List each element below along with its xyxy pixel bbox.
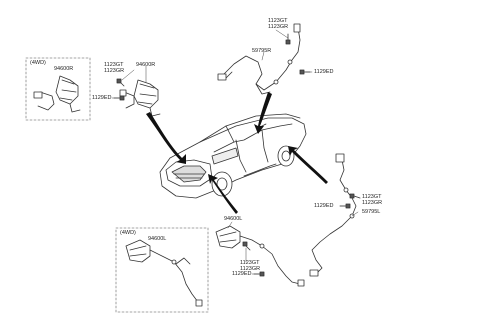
sensor-94600L-4wd bbox=[125, 239, 203, 307]
bolt-1123GT-top bbox=[285, 33, 291, 45]
part-label-1129ED-bottom: 1129ED bbox=[232, 271, 252, 277]
wd4-label-top: (4WD) bbox=[30, 60, 46, 66]
wd4-box-bottom bbox=[115, 227, 209, 313]
wd4-label-bottom: (4WD) bbox=[120, 230, 136, 236]
part-label-1123GR-right: 1123GR bbox=[362, 200, 383, 206]
part-label-1123GR-front: 1123GR bbox=[104, 68, 125, 74]
harness-59795L bbox=[309, 153, 357, 277]
harness-59795R bbox=[217, 23, 301, 95]
part-label-59795L: 59795L bbox=[362, 209, 381, 215]
pointer-arrows bbox=[146, 92, 328, 214]
part-label-1129ED-front: 1129ED bbox=[92, 95, 112, 101]
bolt-1123GT-bottom bbox=[242, 241, 251, 251]
sensor-94600R bbox=[119, 79, 161, 117]
part-label-59795R: 59795R bbox=[252, 48, 272, 54]
part-label-94600L-box: 94600L bbox=[148, 236, 167, 242]
arrow-front-right bbox=[146, 112, 186, 164]
part-label-1123GT-front: 1123GT bbox=[104, 62, 124, 68]
bolt-1123GT-front bbox=[116, 78, 125, 87]
sensor-94600L bbox=[215, 225, 305, 287]
vehicle-illustration bbox=[159, 113, 307, 199]
sensor-94600R-4wd bbox=[33, 75, 81, 113]
leader-lines bbox=[111, 29, 361, 275]
part-label-1123GT-right: 1123GT bbox=[362, 194, 382, 200]
part-label-1123GR-top: 1123GR bbox=[268, 24, 289, 30]
part-label-1123GT-top: 1123GT bbox=[268, 18, 288, 24]
part-label-94600R-box: 94600R bbox=[54, 66, 74, 72]
part-label-1123GR-bottom: 1123GR bbox=[240, 266, 261, 272]
part-label-1129ED-top: 1129ED bbox=[314, 69, 334, 75]
part-label-1129ED-right: 1129ED bbox=[314, 203, 334, 209]
wd4-box-top bbox=[25, 57, 91, 121]
arrow-top bbox=[254, 92, 272, 134]
arrow-bottom bbox=[208, 174, 238, 214]
arrow-right bbox=[288, 146, 328, 184]
part-label-1123GT-bottom: 1123GT bbox=[240, 260, 260, 266]
part-label-94600L: 94600L bbox=[224, 216, 243, 222]
part-label-94600R: 94600R bbox=[136, 62, 156, 68]
